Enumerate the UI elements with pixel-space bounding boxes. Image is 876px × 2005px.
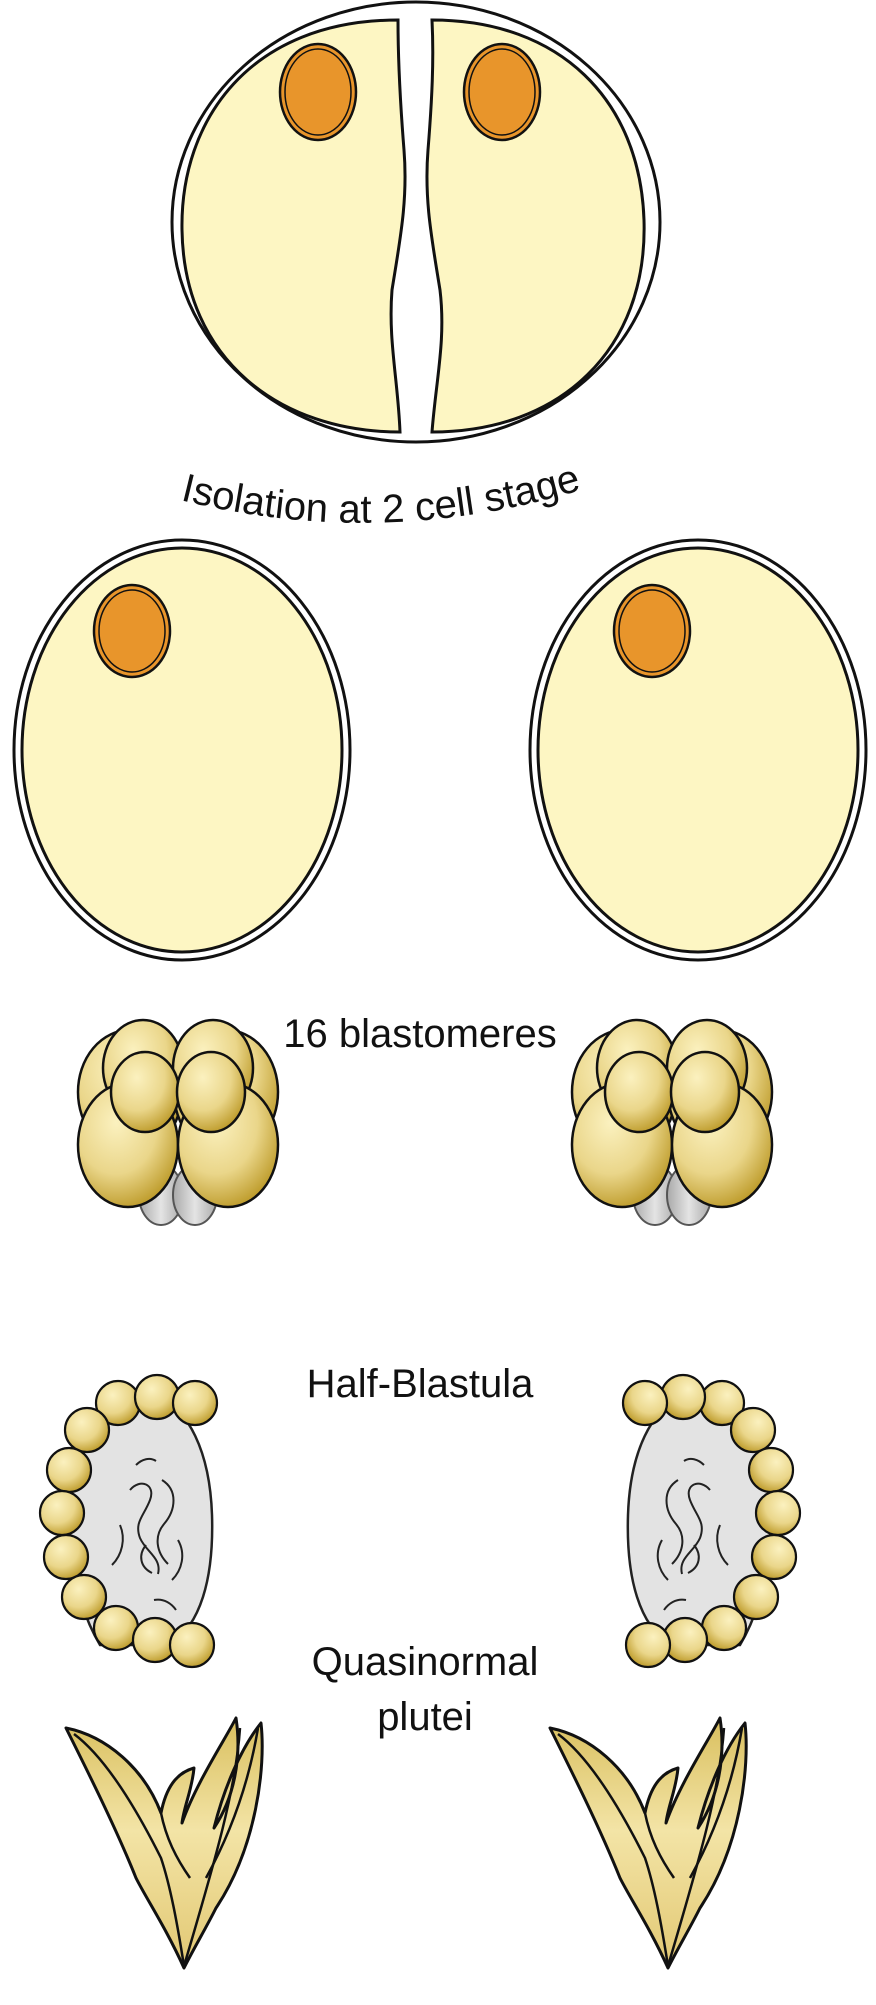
plutei-label-line2: plutei — [377, 1695, 473, 1739]
half-blastula-right — [623, 1375, 800, 1667]
embryo-16-cell-left — [78, 1020, 278, 1225]
left-nucleus — [280, 44, 356, 140]
isolated-blastomere-left — [14, 540, 350, 960]
right-nucleus — [464, 44, 540, 140]
pluteus-right — [550, 1718, 746, 1968]
two-cell-embryo — [172, 2, 660, 442]
nucleus — [614, 585, 690, 677]
half-blastula-label: Half-Blastula — [307, 1362, 535, 1406]
plutei-label-line1: Quasinormal — [312, 1640, 539, 1684]
half-blastula-left — [40, 1375, 217, 1667]
isolated-blastomere-right — [530, 540, 866, 960]
nucleus — [94, 585, 170, 677]
embryo-16-cell-right — [572, 1020, 772, 1225]
blastomeres-label: 16 blastomeres — [283, 1012, 556, 1056]
pluteus-left — [66, 1718, 262, 1968]
isolation-label: Isolation at 2 cell stage — [178, 456, 585, 532]
